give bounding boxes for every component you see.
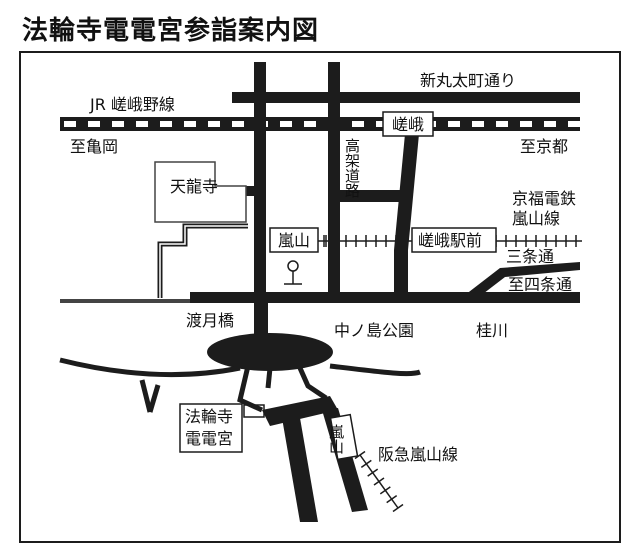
arashiyama-hankyu-box (329, 413, 359, 461)
label-hankyu-line: 阪急嵐山線 (378, 445, 458, 464)
elevated-road (394, 134, 419, 250)
west-road (60, 299, 190, 303)
horinji-denden-box (179, 403, 243, 453)
saga-ekimae-box (411, 227, 497, 253)
river-branch-2 (265, 367, 273, 389)
sanjo-dori-road (465, 262, 580, 300)
elevated-road-link (340, 190, 400, 202)
south-road-west-spur (139, 379, 153, 413)
label-togetsukyo: 渡月橋 (186, 311, 234, 330)
jr-sagano-railway (60, 117, 580, 131)
tenryuji-approach-inner (159, 225, 248, 298)
label-saga-station: 嵯峨 (392, 115, 424, 134)
label-tenryuji: 天龍寺 (170, 177, 218, 196)
south-road-west (59, 357, 241, 378)
label-jr-line: JR 嵯峨野線 (89, 95, 175, 114)
tenryuji-precinct (154, 161, 247, 223)
label-nakanoshima-park: 中ノ島公園 (334, 321, 414, 340)
label-sanjo-dori: 三条通 (506, 247, 554, 266)
elevated-road-spur (394, 250, 408, 298)
arashiyama-keifuku-box (269, 227, 319, 253)
south-road-main (282, 418, 318, 522)
horinji-access-road (262, 396, 338, 426)
main-street-east (328, 62, 340, 300)
nakanoshima-island (207, 333, 333, 371)
post-office-icon (284, 260, 302, 285)
shinmarutamachi-road (232, 92, 580, 103)
page-title: 法輪寺電電宮参詣案内図 (22, 16, 320, 46)
label-katsuragawa: 桂川 (476, 321, 508, 340)
river-branch-3 (297, 366, 328, 401)
label-keifuku-line: 京福電鉄嵐山線 (512, 189, 576, 228)
label-horinji-denden: 法輪寺電電宮 (185, 407, 233, 448)
label-to-shijo-dori: 至四条通 (508, 275, 572, 294)
hankyu-railway (354, 450, 404, 513)
label-arashiyama-keifuku: 嵐山 (278, 231, 310, 250)
label-to-kameoka: 至亀岡 (70, 137, 118, 156)
tenryuji-approach (157, 223, 248, 298)
label-koukadouro: 高架道路 (343, 138, 361, 198)
label-arashiyama-hankyu: 嵐山 (327, 424, 345, 454)
saga-station-box (382, 111, 434, 137)
tenryuji-link (242, 186, 256, 196)
label-saga-ekimae: 嵯峨駅前 (418, 231, 482, 250)
shijo-dori-road (190, 292, 580, 303)
label-to-kyoto: 至京都 (520, 137, 568, 156)
label-shinmarutamachi: 新丸太町通り (420, 71, 516, 90)
river-branch-1 (237, 365, 264, 413)
main-street-west (254, 62, 266, 340)
south-road-west-spur2 (147, 384, 161, 413)
south-road-east (329, 363, 421, 377)
map-frame (19, 51, 621, 543)
